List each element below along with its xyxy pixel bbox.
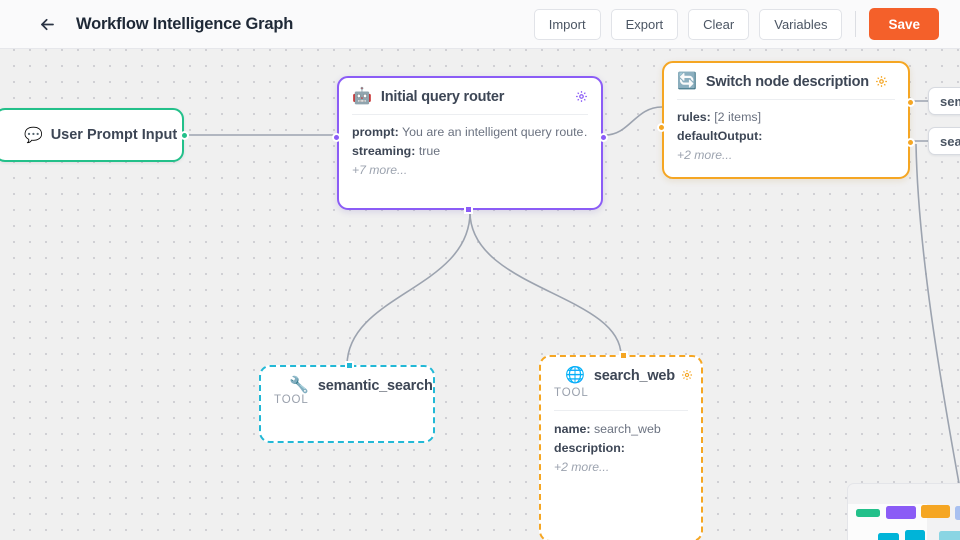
node-header: 🔄 Switch node description bbox=[664, 63, 908, 99]
clear-button[interactable]: Clear bbox=[688, 8, 750, 40]
port-output-router-bottom[interactable] bbox=[464, 205, 473, 214]
field-row: streaming: true bbox=[352, 142, 588, 161]
robot-icon: 🤖 bbox=[352, 88, 372, 105]
node-title: search_web bbox=[593, 368, 675, 384]
field-row: rules: [2 items] bbox=[677, 108, 895, 127]
field-key: description: bbox=[554, 440, 625, 455]
field-key: rules: bbox=[677, 110, 711, 124]
minimap[interactable] bbox=[847, 483, 960, 540]
node-fields: rules: [2 items] defaultOutput: +2 more.… bbox=[664, 100, 908, 164]
node-clipped-semantic-search[interactable]: semantic_search bbox=[928, 87, 960, 115]
page-title: Workflow Intelligence Graph bbox=[76, 14, 294, 33]
field-key: prompt: bbox=[352, 125, 399, 139]
field-key: name: bbox=[554, 422, 591, 436]
node-header: 🌐 search_web bbox=[541, 357, 701, 387]
app-header: Workflow Intelligence Graph Import Expor… bbox=[0, 0, 960, 49]
minimap-node bbox=[955, 506, 960, 520]
graph-canvas[interactable]: 💬 User Prompt Input 🤖 Initial query rout… bbox=[0, 49, 960, 540]
node-header: 🤖 Initial query router bbox=[339, 78, 601, 114]
field-value: true bbox=[418, 143, 441, 158]
field-key: defaultOutput: bbox=[677, 128, 763, 143]
switch-refresh-icon: 🔄 bbox=[677, 73, 697, 90]
minimap-node bbox=[856, 509, 880, 517]
node-user-prompt-input[interactable]: 💬 User Prompt Input bbox=[0, 108, 189, 162]
field-row: prompt: You are an intelligent query rou… bbox=[352, 123, 588, 142]
minimap-node bbox=[886, 506, 916, 519]
node-title: Switch node description bbox=[705, 74, 869, 90]
port-input-router[interactable] bbox=[332, 133, 341, 142]
port-output-user-prompt[interactable] bbox=[180, 131, 189, 140]
field-row: description: bbox=[554, 439, 688, 458]
node-divider bbox=[352, 114, 588, 115]
node-switch[interactable]: 🔄 Switch node description rules: [2 item… bbox=[657, 61, 915, 179]
node-semantic-search[interactable]: 🔧 semantic_search TOOL bbox=[259, 361, 435, 443]
edge-router-to-semantic-search bbox=[346, 211, 471, 366]
field-value: search_web bbox=[593, 422, 661, 436]
more-fields-label: +2 more... bbox=[677, 148, 733, 162]
globe-icon: 🌐 bbox=[565, 367, 585, 384]
gear-icon[interactable] bbox=[575, 90, 588, 105]
port-input-search-web[interactable] bbox=[619, 351, 628, 360]
port-input-switch[interactable] bbox=[657, 123, 666, 132]
field-value: You are an intelligent query route… bbox=[402, 125, 588, 139]
port-output-router[interactable] bbox=[599, 133, 608, 142]
edge-router-to-search-web bbox=[469, 211, 622, 356]
field-row: defaultOutput: bbox=[677, 127, 895, 146]
import-button[interactable]: Import bbox=[533, 8, 601, 40]
minimap-node bbox=[878, 533, 899, 540]
more-fields-label: +7 more... bbox=[352, 163, 408, 177]
node-subtitle: TOOL bbox=[554, 387, 589, 399]
node-initial-query-router[interactable]: 🤖 Initial query router prompt: You are a… bbox=[332, 76, 608, 214]
node-fields: prompt: You are an intelligent query rou… bbox=[339, 115, 601, 179]
node-search-web[interactable]: 🌐 search_web TOOL name: search_web descr… bbox=[539, 351, 703, 540]
node-divider bbox=[554, 410, 688, 411]
edge-router-to-switch bbox=[604, 106, 663, 136]
wrench-icon: 🔧 bbox=[289, 377, 309, 394]
node-clipped-search-web[interactable]: search_web bbox=[928, 127, 960, 155]
node-title: search_web bbox=[940, 133, 960, 149]
node-title: semantic_search bbox=[940, 93, 960, 109]
field-row: name: search_web bbox=[554, 420, 688, 439]
port-output-switch-2[interactable] bbox=[906, 138, 915, 147]
node-title: Initial query router bbox=[380, 89, 505, 105]
field-value: [2 items] bbox=[714, 110, 762, 124]
more-fields-label: +2 more... bbox=[554, 460, 610, 474]
node-header: 🔧 semantic_search bbox=[261, 367, 433, 398]
arrow-left-icon bbox=[40, 18, 54, 30]
export-button[interactable]: Export bbox=[610, 8, 679, 40]
node-title: User Prompt Input bbox=[50, 127, 178, 143]
gear-icon[interactable] bbox=[875, 75, 888, 90]
minimap-node bbox=[921, 505, 950, 518]
node-divider bbox=[677, 99, 895, 100]
save-button[interactable]: Save bbox=[869, 8, 939, 40]
port-input-semantic-search[interactable] bbox=[345, 361, 354, 370]
speech-bubble-icon: 💬 bbox=[24, 126, 43, 144]
minimap-node bbox=[939, 531, 960, 540]
variables-button[interactable]: Variables bbox=[759, 8, 843, 40]
header-toolbar: Import Export Clear Variables Save bbox=[533, 8, 939, 40]
gear-icon[interactable] bbox=[681, 369, 693, 383]
toolbar-divider bbox=[855, 11, 857, 37]
edge-long-right bbox=[915, 143, 960, 490]
field-key: streaming: bbox=[352, 143, 416, 158]
minimap-node bbox=[905, 530, 925, 540]
node-subtitle: TOOL bbox=[274, 394, 309, 406]
back-button[interactable] bbox=[32, 9, 62, 39]
node-fields: name: search_web description: +2 more... bbox=[541, 411, 701, 476]
port-output-switch-1[interactable] bbox=[906, 98, 915, 107]
node-title: semantic_search bbox=[317, 378, 433, 394]
